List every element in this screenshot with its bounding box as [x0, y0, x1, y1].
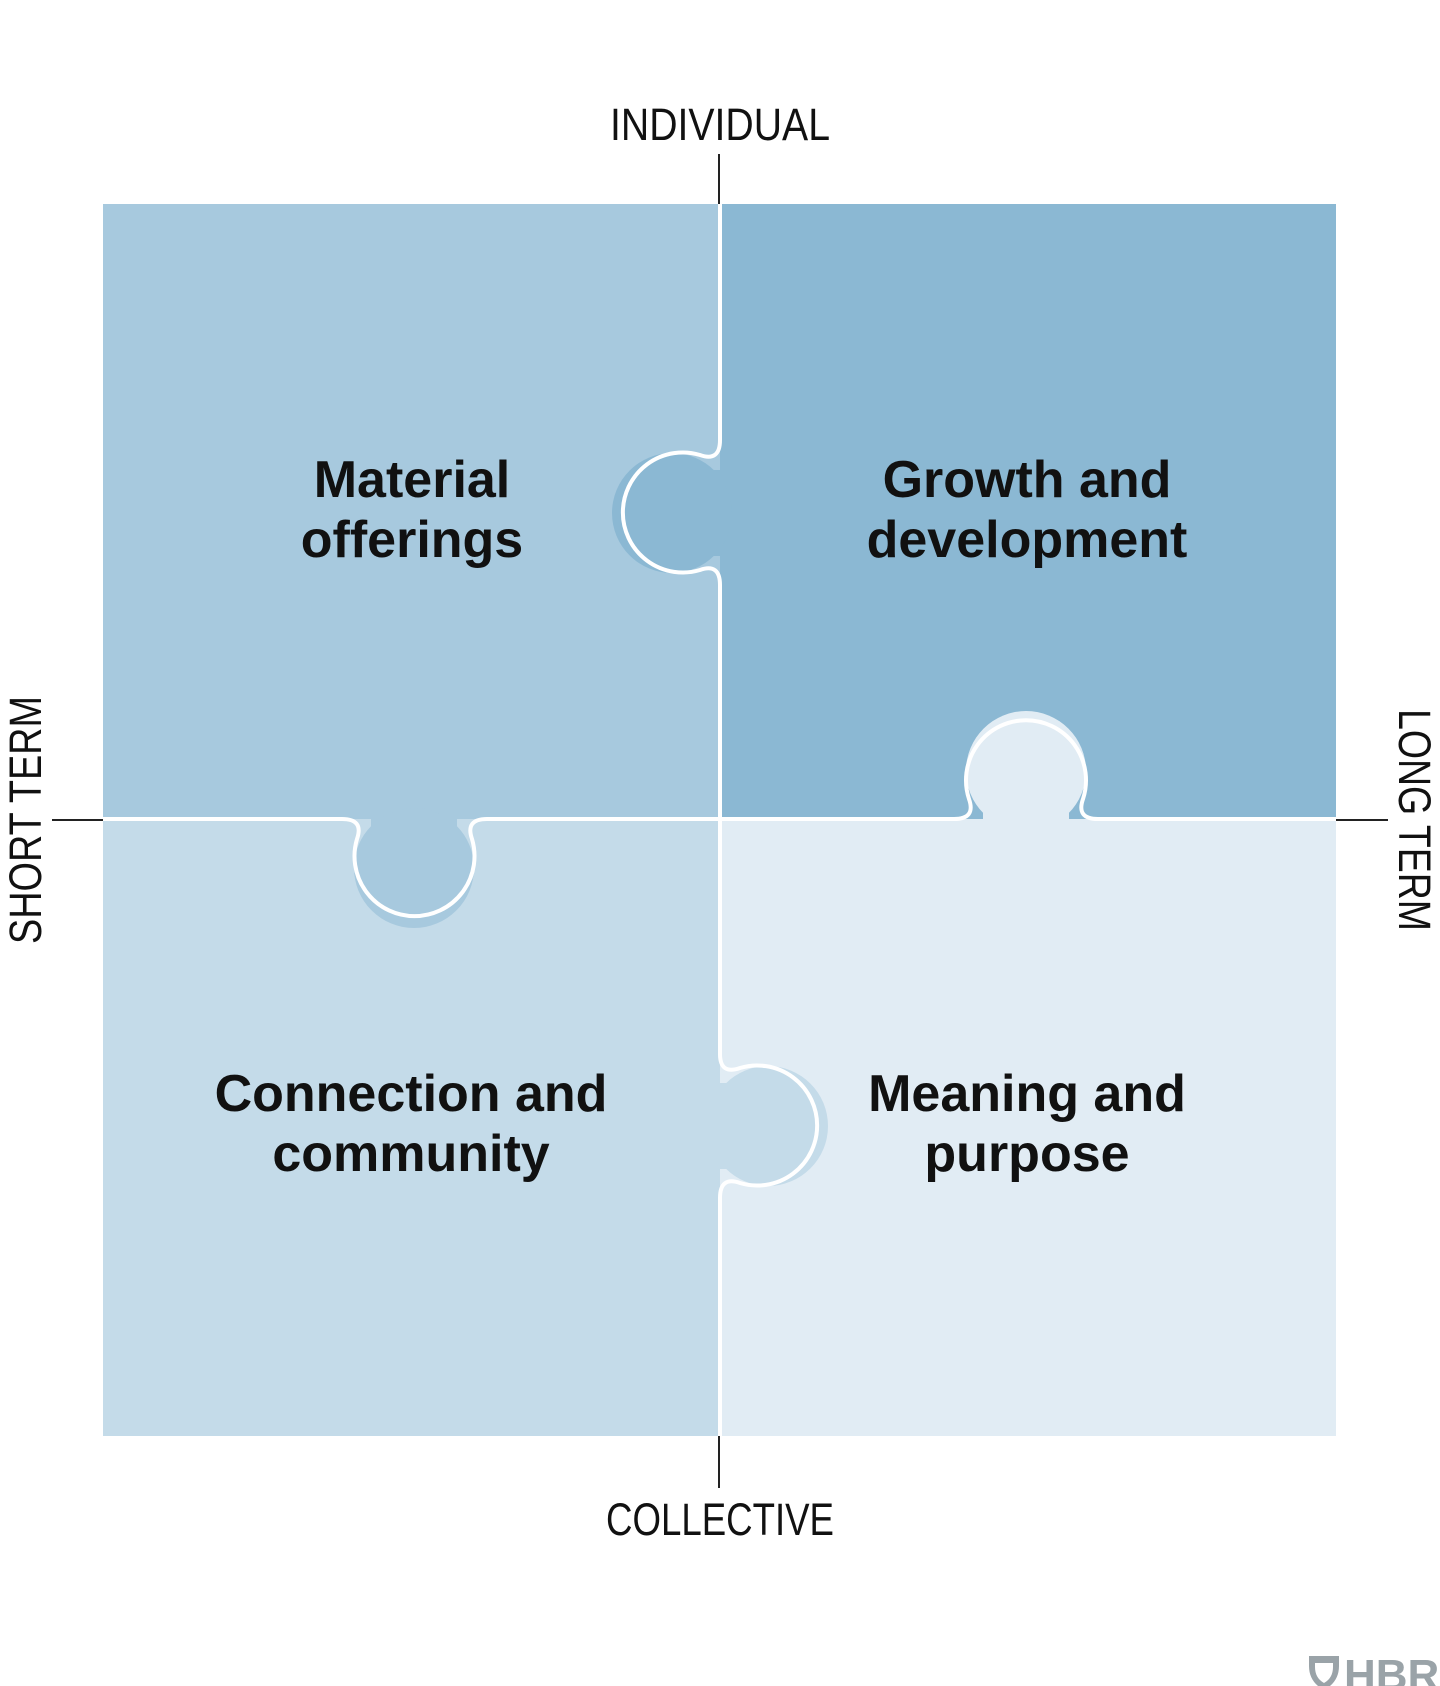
- quadrant-label-line: community: [272, 1125, 549, 1183]
- quadrant-label-line: purpose: [924, 1125, 1129, 1183]
- puzzle-tab-neck: [371, 817, 457, 849]
- shield-icon: [1309, 1656, 1339, 1686]
- quadrant-label-line: Connection and: [215, 1065, 608, 1123]
- quadrant-label-line: Meaning and: [868, 1065, 1186, 1123]
- axis-label-long-term: LONG TERM: [1389, 709, 1440, 931]
- quadrant-label-line: development: [867, 511, 1188, 569]
- axis-label-individual: INDIVIDUAL: [610, 99, 830, 150]
- quadrant-label-line: Material: [314, 451, 511, 509]
- hbr-logo: HBR: [1309, 1651, 1439, 1686]
- puzzle-tab-neck: [718, 1083, 750, 1169]
- axis-label-short-term: SHORT TERM: [0, 696, 51, 944]
- quadrant-label-line: Growth and: [883, 451, 1172, 509]
- puzzle-tab-neck: [690, 470, 722, 556]
- axis-label-collective: COLLECTIVE: [606, 1494, 834, 1545]
- hbr-logo-text: HBR: [1344, 1651, 1439, 1686]
- quadrant-label-line: offerings: [301, 511, 523, 569]
- puzzle-tab-neck: [983, 790, 1069, 821]
- puzzle-seam-horizontal: [103, 718, 1336, 919]
